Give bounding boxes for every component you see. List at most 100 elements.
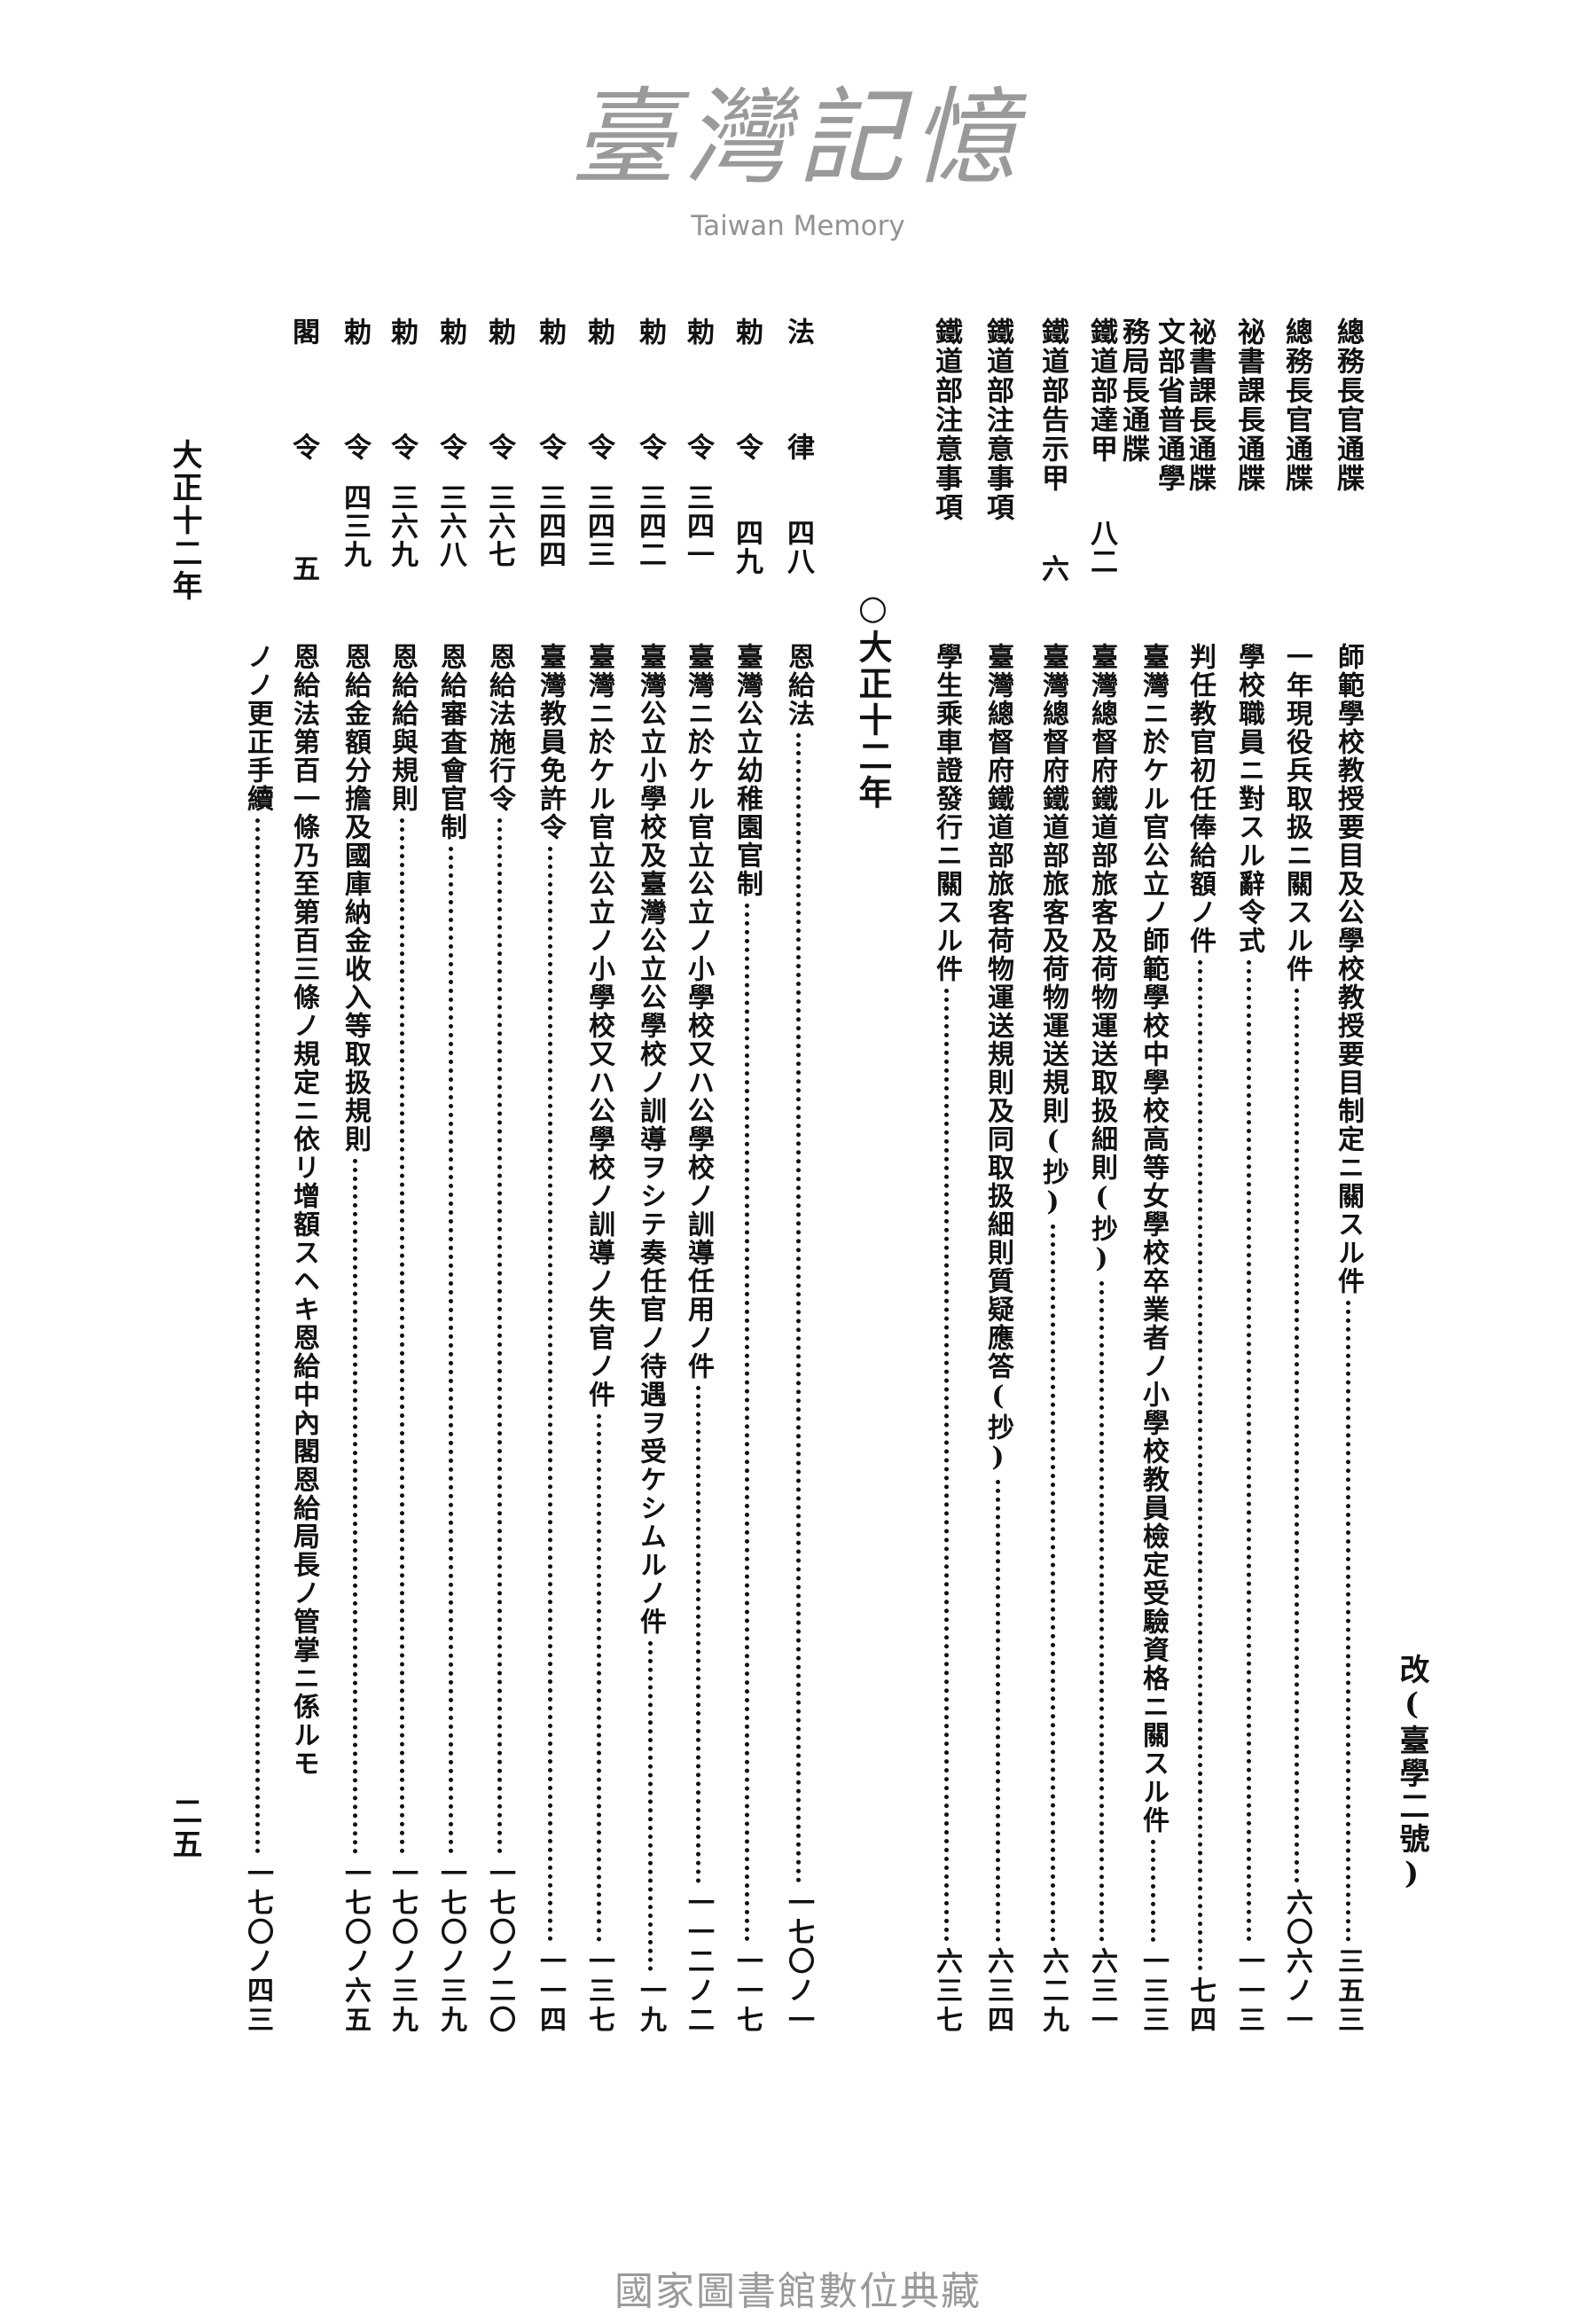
dot-leader bbox=[995, 1480, 1000, 1942]
dot-leader bbox=[795, 733, 801, 1883]
entry-title: 臺灣公立小學校及臺灣公立公學校ノ訓導ヲシテ奏任官ノ待遇ヲ受ケシムルノ件 bbox=[635, 643, 666, 1636]
dot-leader bbox=[1050, 1225, 1055, 1942]
entry-title: 臺灣總督府鐵道部旅客及荷物運送取扱細則(抄) bbox=[1086, 643, 1117, 1276]
toc-entry-column: 恩給法一七〇ノ一 bbox=[780, 643, 816, 2035]
entry-title: 學生乘車證發行ニ關スル件 bbox=[931, 643, 962, 983]
watermark-logo-en: Taiwan Memory bbox=[691, 210, 905, 242]
running-head: 大正十二年 bbox=[167, 439, 202, 603]
entry-page-number: 一一四 bbox=[535, 1947, 566, 2035]
toc-entry-column: 臺灣ニ於ケル官立公立ノ小學校又ハ公學校ノ訓導任用ノ件一一二ノ二 bbox=[680, 643, 716, 2035]
entry-page-number: 一九 bbox=[635, 1976, 666, 2035]
dot-leader bbox=[1197, 960, 1202, 1971]
law-type-char: 令 bbox=[386, 433, 418, 462]
entry-page-number: 一三七 bbox=[583, 1947, 614, 2035]
law-number: 四三九 bbox=[339, 483, 371, 568]
dot-leader bbox=[1150, 1840, 1155, 1942]
toc-entry-column: 師範學校教授要目及公學校教授要目制定ニ關スル件三五三 bbox=[1330, 643, 1365, 2035]
entry-page-number: 六三七 bbox=[931, 1947, 962, 2035]
entry-title: 恩給法 bbox=[783, 643, 814, 728]
dot-leader bbox=[352, 1159, 357, 1854]
entry-page-number: 六〇六ノ一 bbox=[1281, 1889, 1312, 2035]
dot-leader bbox=[647, 1641, 653, 1971]
law-type-char: 令 bbox=[287, 433, 319, 462]
toc-entry-column: 恩給法第百一條乃至第百三條ノ規定ニ依リ增額スヘキ恩給中內閣恩給局長ノ管掌ニ係ルモ bbox=[286, 643, 321, 2035]
entry-title: 臺灣ニ於ケル官立公立ノ小學校又ハ公學校ノ訓導任用ノ件 bbox=[683, 643, 714, 1381]
entry-title: 臺灣教員免許令 bbox=[535, 643, 566, 841]
toc-entry-column: 臺灣公立幼稚園官制一一七 bbox=[729, 643, 764, 2035]
law-number: 三四一 bbox=[682, 483, 714, 568]
law-type-char: 律 bbox=[782, 433, 814, 462]
watermark-logo: 臺灣記憶 bbox=[570, 76, 1025, 199]
law-number: 四九 bbox=[731, 519, 763, 575]
law-type-char: 勅 bbox=[583, 317, 614, 347]
dot-leader bbox=[448, 847, 453, 1854]
issue-number: 八二 bbox=[1085, 519, 1117, 575]
law-type-char: 勅 bbox=[339, 317, 371, 347]
entry-page-number: 一七〇ノ四三 bbox=[242, 1859, 273, 2035]
law-type-char: 令 bbox=[634, 433, 666, 462]
toc-entry-column: 臺灣總督府鐵道部旅客荷物運送規則及同取扱細則質疑應答(抄)六三四 bbox=[980, 643, 1015, 2035]
issue-number: 六 bbox=[1037, 554, 1068, 583]
entry-title: 恩給法施行令 bbox=[484, 643, 515, 813]
entry-title: 臺灣公立幼稚園官制 bbox=[732, 643, 763, 898]
issuer-label: 務局長通牒 bbox=[1117, 317, 1149, 464]
law-type-char: 勅 bbox=[731, 317, 763, 347]
law-type-char: 勅 bbox=[534, 317, 566, 347]
law-type-char: 令 bbox=[339, 433, 371, 462]
law-type-char: 法 bbox=[782, 317, 814, 347]
entry-title: 恩給金額分擔及國庫納金收入等取扱規則 bbox=[340, 643, 371, 1154]
footer-watermark: 國家圖書館數位典藏 bbox=[614, 2269, 982, 2314]
entry-title: ノノ更正手續 bbox=[242, 643, 273, 813]
toc-entry-column: 一年現役兵取扱ニ關スル件六〇六ノ一 bbox=[1279, 643, 1314, 2035]
toc-entry-column: 臺灣教員免許令一一四 bbox=[532, 643, 567, 2035]
entry-title: 恩給給與規則 bbox=[387, 643, 418, 813]
toc-entry-column: 臺灣ニ於ケル官公立ノ師範學校中學校高等女學校卒業者ノ小學校教員檢定受驗資格ニ關ス… bbox=[1135, 643, 1170, 2035]
entry-page-number: 六三一 bbox=[1086, 1947, 1117, 2035]
entry-page-number: 一三三 bbox=[1138, 1947, 1169, 2035]
toc-entry-column: 臺灣總督府鐵道部旅客及荷物運送規則(抄)六二九 bbox=[1035, 643, 1070, 2035]
page-number: 二五 bbox=[167, 1796, 202, 1861]
issuer-label: 總務長官通牒 bbox=[1332, 317, 1364, 493]
entry-title: 臺灣ニ於ケル官立公立ノ小學校又ハ公學校ノ訓導ノ失官ノ件 bbox=[583, 643, 614, 1409]
law-type-char: 勅 bbox=[434, 317, 466, 347]
entry-title: 一年現役兵取扱ニ關スル件 bbox=[1281, 643, 1312, 983]
issuer-label: 祕書課長通牒 bbox=[1184, 317, 1216, 493]
dot-leader bbox=[497, 818, 502, 1854]
entry-page-number: 一七〇ノ三九 bbox=[387, 1859, 418, 2035]
toc-entry-column: 判任教官初任俸給額ノ件七四 bbox=[1182, 643, 1217, 2035]
entry-title: 臺灣總督府鐵道部旅客及荷物運送規則(抄) bbox=[1037, 643, 1068, 1219]
entry-page-number: 一一七 bbox=[732, 1947, 763, 2035]
dot-leader bbox=[1099, 1281, 1104, 1942]
law-type-char: 勅 bbox=[634, 317, 666, 347]
dot-leader bbox=[695, 1386, 700, 1883]
law-type-char: 閣 bbox=[287, 317, 319, 347]
law-number: 三六七 bbox=[483, 483, 515, 568]
dot-leader bbox=[943, 989, 949, 1942]
law-number: 三六八 bbox=[434, 483, 466, 568]
entry-title: 師範學校教授要目及公學校教授要目制定ニ關スル件 bbox=[1333, 643, 1364, 1295]
law-number: 三四二 bbox=[634, 483, 666, 568]
law-type-char: 勅 bbox=[682, 317, 714, 347]
issuer-label: 鐵道部告示甲 bbox=[1037, 317, 1068, 493]
law-number: 三六九 bbox=[386, 483, 418, 568]
issuer-label: 鐵道部注意事項 bbox=[930, 317, 962, 522]
issuer-label: 鐵道部注意事項 bbox=[982, 317, 1013, 522]
law-type-char: 令 bbox=[483, 433, 515, 462]
toc-entry-column: 恩給給與規則一七〇ノ三九 bbox=[384, 643, 419, 2035]
entry-page-number: 一七〇ノ三九 bbox=[435, 1859, 466, 2035]
dot-leader bbox=[1345, 1301, 1350, 1942]
toc-entry-column: 臺灣ニ於ケル官立公立ノ小學校又ハ公學校ノ訓導ノ失官ノ件一三七 bbox=[581, 643, 616, 2035]
entry-title: 學校職員ニ對スル辭令式 bbox=[1233, 643, 1264, 955]
entry-title: 恩給法第百一條乃至第百三條ノ規定ニ依リ增額スヘキ恩給中內閣恩給局長ノ管掌ニ係ルモ bbox=[288, 643, 319, 1778]
dot-leader bbox=[744, 904, 749, 1942]
dot-leader bbox=[1246, 960, 1251, 1942]
law-number: 三四四 bbox=[534, 483, 566, 568]
dot-leader bbox=[254, 818, 260, 1854]
toc-entry-column: 學校職員ニ對スル辭令式一一三 bbox=[1231, 643, 1266, 2035]
law-type-char: 勅 bbox=[483, 317, 515, 347]
entry-page-number: 一七〇ノ六五 bbox=[340, 1859, 371, 2035]
continuation-header: 改(臺學二號) bbox=[1394, 1654, 1429, 1894]
toc-entry-column: 臺灣公立小學校及臺灣公立公學校ノ訓導ヲシテ奏任官ノ待遇ヲ受ケシムルノ件一九 bbox=[632, 643, 668, 2035]
issuer-label: 總務長官通牒 bbox=[1280, 317, 1312, 493]
entry-title: 判任教官初任俸給額ノ件 bbox=[1185, 643, 1216, 955]
